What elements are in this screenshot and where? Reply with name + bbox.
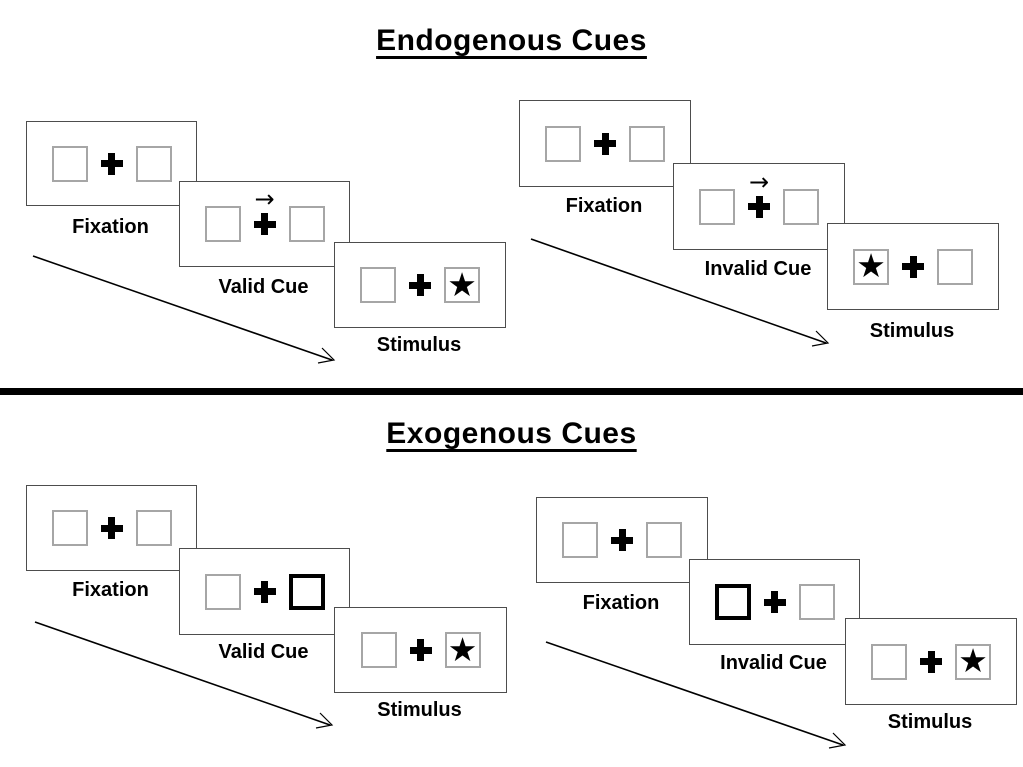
right-placeholder-box	[646, 522, 682, 558]
left-placeholder-box	[204, 206, 241, 242]
right-placeholder-box	[135, 145, 172, 182]
right-placeholder-box	[288, 206, 325, 242]
left-placeholder-box	[699, 188, 735, 225]
cue-direction-arrow-icon: →	[748, 167, 770, 196]
panel-label: Invalid Cue	[720, 652, 827, 674]
section-title-exogenous: Exogenous Cues	[386, 417, 637, 450]
fixation-cross-icon	[748, 195, 770, 218]
fixation-panel	[26, 121, 197, 206]
panel-label: Stimulus	[376, 334, 462, 356]
stimulus-panel: ★	[334, 607, 507, 693]
panel-label: Valid Cue	[218, 641, 309, 663]
fixation-cross-icon	[409, 639, 432, 661]
fixation-panel	[26, 485, 197, 571]
fixation-panel	[536, 497, 708, 583]
fixation-cross-icon	[763, 591, 786, 613]
fixation-cross-icon	[902, 255, 924, 278]
fixation-cross-icon	[920, 650, 942, 673]
time-sequence-arrow	[545, 641, 847, 749]
cue-highlight-box	[714, 584, 751, 620]
right-placeholder-box	[937, 248, 973, 285]
fixation-cross-icon	[594, 132, 616, 155]
left-placeholder-box	[360, 267, 396, 303]
time-sequence-arrow	[530, 238, 830, 347]
right-placeholder-box	[629, 125, 665, 162]
left-placeholder-box	[51, 510, 88, 546]
cue-direction-arrow-icon: →	[254, 185, 275, 213]
panel-label: Stimulus	[869, 320, 955, 342]
fixation-cross-icon	[100, 517, 123, 539]
panel-label: Fixation	[72, 216, 149, 238]
section-title-endogenous: Endogenous Cues	[376, 24, 647, 57]
target-star-icon: ★	[447, 264, 477, 304]
cue-highlight-box	[288, 573, 325, 610]
time-sequence-arrow	[32, 255, 336, 364]
panel-label: Fixation	[565, 195, 643, 217]
valid-cue-panel	[179, 548, 350, 635]
star-stimulus-box: ★	[955, 641, 991, 680]
left-placeholder-box	[51, 145, 88, 182]
target-star-icon: ★	[958, 641, 988, 680]
fixation-cross-icon	[100, 152, 123, 175]
target-star-icon: ★	[856, 246, 886, 285]
right-placeholder-box	[783, 188, 819, 225]
star-stimulus-box: ★	[853, 246, 889, 285]
stimulus-panel: ★	[845, 618, 1017, 705]
panel-label: Stimulus	[887, 711, 973, 733]
valid-cue-panel: →	[179, 181, 350, 267]
fixation-cross-icon	[611, 529, 633, 551]
stimulus-panel: ★	[827, 223, 999, 310]
invalid-cue-panel: →	[673, 163, 845, 250]
panel-label: Valid Cue	[218, 276, 309, 298]
fixation-panel	[519, 100, 691, 187]
left-placeholder-box	[360, 632, 397, 668]
target-star-icon: ★	[447, 629, 478, 669]
panel-label: Invalid Cue	[704, 258, 812, 280]
right-placeholder-box	[798, 584, 835, 620]
stimulus-panel: ★	[334, 242, 506, 328]
star-stimulus-box: ★	[444, 629, 481, 669]
left-placeholder-box	[545, 125, 581, 162]
left-placeholder-box	[204, 573, 241, 610]
fixation-cross-icon	[253, 213, 276, 235]
panel-label: Fixation	[582, 592, 660, 614]
time-sequence-arrow	[34, 621, 334, 729]
panel-label: Stimulus	[377, 699, 462, 721]
right-placeholder-box	[135, 510, 172, 546]
left-placeholder-box	[871, 643, 907, 680]
section-divider	[0, 388, 1023, 395]
fixation-cross-icon	[409, 274, 431, 296]
invalid-cue-panel	[689, 559, 860, 645]
left-placeholder-box	[562, 522, 598, 558]
star-stimulus-box: ★	[444, 267, 480, 303]
fixation-cross-icon	[253, 580, 276, 603]
panel-label: Fixation	[72, 579, 149, 601]
